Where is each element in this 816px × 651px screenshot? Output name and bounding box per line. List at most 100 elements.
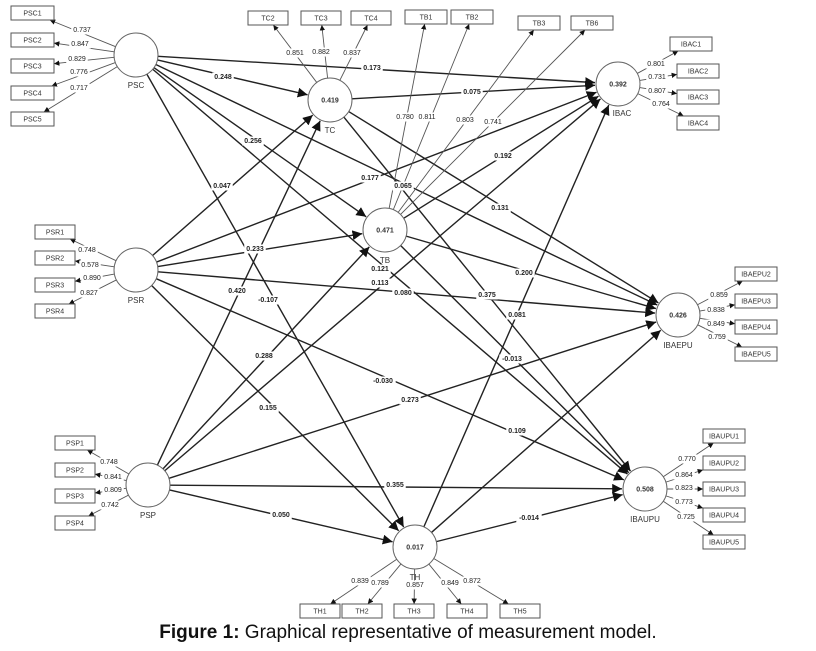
latent-node-psp [125, 462, 171, 508]
indicator-label-ibac2: IBAC2 [688, 68, 708, 75]
indicator-label-psp2: PSP2 [66, 467, 84, 474]
loading-value-ibaepu2: 0.859 [710, 292, 728, 299]
path-coefficient-th-ibaepu: 0.109 [508, 428, 526, 435]
indicator-label-psr1: PSR1 [46, 229, 64, 236]
path-coefficient-tc-ibaepu: 0.131 [491, 205, 509, 212]
path-coefficient-psr-ibac-bg [359, 173, 381, 183]
indicator-label-th3: TH3 [407, 608, 420, 615]
loading-value-tb1-bg [394, 112, 416, 122]
path-coefficient-psr-tc: 0.047 [213, 183, 231, 190]
r-squared-ibac: 0.392 [609, 81, 627, 88]
indicator-label-tc4: TC4 [364, 15, 377, 22]
indicator-label-ibaepu2: IBAEPU2 [741, 271, 771, 278]
loading-value-psp1: 0.748 [100, 459, 118, 466]
indicator-box-th1 [299, 603, 341, 619]
loading-value-psc5: 0.717 [70, 85, 88, 92]
indicator-label-th1: TH1 [313, 608, 326, 615]
r-squared-tb: 0.471 [376, 227, 394, 234]
loading-value-th1-bg [349, 576, 371, 586]
loading-value-psc1: 0.737 [73, 27, 91, 34]
r-squared-th: 0.017 [406, 544, 424, 551]
path-coefficient-tb-ibac-bg [492, 151, 514, 161]
loading-value-ibaepu2-bg [708, 290, 730, 300]
loading-value-tc4: 0.837 [343, 50, 361, 57]
latent-name-tb: TB [380, 256, 390, 265]
path-coefficient-psc-ibac: 0.173 [363, 65, 381, 72]
path-coefficient-psp-ibaepu-bg [399, 395, 421, 405]
indicator-box-ibaupu4 [702, 507, 746, 523]
indicator-label-tc2: TC2 [261, 15, 274, 22]
path-coefficient-psr-tb-bg [244, 244, 266, 254]
loading-value-psp1-bg [98, 457, 120, 467]
indicator-label-psp1: PSP1 [66, 440, 84, 447]
loading-value-tb6: 0.741 [484, 119, 502, 126]
indicator-label-tb6: TB6 [586, 20, 599, 27]
path-coefficient-th-ibaupu: -0.014 [519, 515, 539, 522]
loading-value-ibaepu3-bg [705, 305, 727, 315]
indicator-box-ibaupu3 [702, 481, 746, 497]
latent-node-psr [113, 247, 159, 293]
coefficient-labels: 0.2480.1730.2560.065-0.1070.1210.0750.13… [66, 25, 730, 590]
path-coefficient-psc-ibaepu: 0.065 [394, 183, 412, 190]
path-coefficient-tb-ibaupu: -0.013 [502, 356, 522, 363]
path-coefficient-psp-ibaupu-bg [384, 480, 406, 490]
path-coefficient-psc-tb: 0.256 [244, 138, 262, 145]
loading-value-psp2-bg [102, 472, 124, 482]
path-coefficient-psc-tb-bg [242, 136, 264, 146]
path-coefficient-psc-ibaupu-bg [369, 264, 391, 274]
path-coefficient-tb-ibaepu-bg [513, 268, 535, 278]
indicator-box-psp2 [54, 462, 96, 478]
figure-caption-label: Figure 1: [159, 622, 240, 643]
path-coefficient-tc-ibac-bg [461, 87, 483, 97]
indicator-box-th4 [446, 603, 488, 619]
latent-nodes: PSCPSRPSP0.419TC0.471TB0.017TH0.392IBAC0… [113, 32, 701, 582]
indicator-label-ibaupu2: IBAUPU2 [709, 460, 739, 467]
loading-value-ibaupu4-bg [673, 497, 695, 507]
indicator-label-ibaupu1: IBAUPU1 [709, 433, 739, 440]
indicator-box-psp3 [54, 488, 96, 504]
path-coefficient-psr-ibaupu: -0.030 [373, 378, 393, 385]
figure-caption-text: Graphical representative of measurement … [239, 622, 657, 643]
indicator-label-psr2: PSR2 [46, 255, 64, 262]
loading-value-psr4: 0.827 [80, 290, 98, 297]
loading-value-tc2-bg [284, 48, 306, 58]
path-coefficient-psc-ibaepu-bg [392, 181, 414, 191]
path-coefficient-th-ibac-bg [506, 310, 528, 320]
loading-value-th3-bg [404, 580, 426, 590]
indicator-label-ibaupu3: IBAUPU3 [709, 486, 739, 493]
loading-value-psp3-bg [102, 485, 124, 495]
indicator-box-psp1 [54, 435, 96, 451]
indicator-box-tb3 [517, 15, 561, 31]
loading-value-psr2-bg [79, 260, 101, 270]
loading-value-ibaupu1-bg [676, 454, 698, 464]
indicator-box-ibaupu2 [702, 455, 746, 471]
latent-name-psc: PSC [128, 81, 145, 90]
indicator-label-psc3: PSC3 [23, 63, 41, 70]
path-coefficient-tc-ibaupu-bg [476, 290, 498, 300]
path-coefficient-tc-ibaepu-bg [489, 203, 511, 213]
latent-name-ibaepu: IBAEPU [663, 341, 693, 350]
loading-value-ibaupu2-bg [673, 470, 695, 480]
indicator-box-th3 [393, 603, 435, 619]
indicator-box-ibac4 [676, 115, 720, 131]
path-coefficient-psp-th: 0.050 [272, 512, 290, 519]
indicator-label-psc1: PSC1 [23, 10, 41, 17]
indicator-label-ibac1: IBAC1 [681, 41, 701, 48]
loading-value-ibac2-bg [646, 72, 668, 82]
latent-name-ibac: IBAC [613, 109, 632, 118]
loading-value-tc3: 0.882 [312, 49, 330, 56]
path-coefficient-psr-ibac: 0.177 [361, 175, 379, 182]
indicator-label-tb2: TB2 [466, 14, 479, 21]
path-coefficient-psc-tc: 0.248 [214, 74, 232, 81]
indicator-box-tc3 [300, 10, 342, 26]
indicator-box-ibaepu2 [734, 266, 778, 282]
indicator-label-psc4: PSC4 [23, 90, 41, 97]
indicator-box-th5 [499, 603, 541, 619]
path-coefficient-th-ibaepu-bg [506, 426, 528, 436]
loading-value-tb1: 0.780 [396, 114, 414, 121]
indicator-label-ibaepu5: IBAEPU5 [741, 351, 771, 358]
indicator-box-psp4 [54, 515, 96, 531]
path-coefficient-th-ibaupu-bg [516, 513, 542, 523]
loading-value-tb6-bg [482, 117, 504, 127]
path-coefficient-psr-tc-bg [211, 181, 233, 191]
